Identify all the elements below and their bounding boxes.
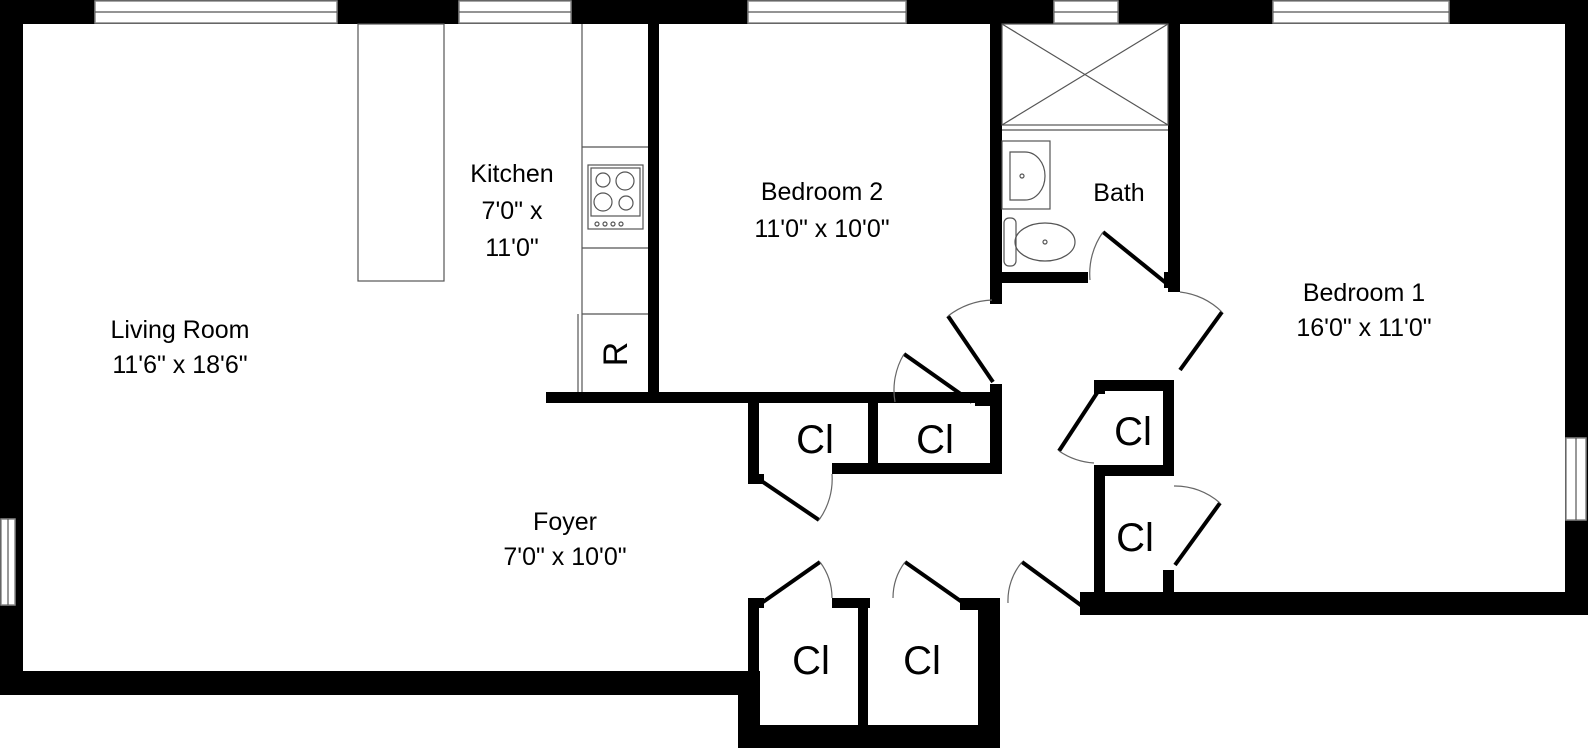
closet-label: Cl: [792, 639, 830, 683]
bedroom1-dims: 16'0" x 11'0": [1296, 314, 1431, 342]
foyer-dims: 7'0" x 10'0": [503, 543, 626, 571]
kitchen-fixtures: [357, 23, 648, 392]
sink-icon: [1001, 140, 1051, 210]
doors: [761, 230, 1224, 608]
closet-label: Cl: [903, 639, 941, 683]
bath-fixtures: [1001, 23, 1169, 267]
bath-name: Bath: [1093, 179, 1144, 207]
closet-label: Cl: [1114, 410, 1152, 454]
foyer-name: Foyer: [533, 508, 597, 536]
bedroom2-dims: 11'0" x 10'0": [754, 215, 889, 243]
closet-label: Cl: [916, 418, 954, 462]
kitchen-dims-2: 11'0": [485, 234, 539, 262]
shower-icon: [1001, 23, 1169, 131]
living-room-name: Living Room: [111, 316, 250, 344]
kitchen-dims-1: 7'0" x: [482, 197, 543, 225]
kitchen-name: Kitchen: [470, 160, 553, 188]
refrigerator-label: R: [597, 342, 635, 367]
stove-icon: [587, 164, 644, 230]
closet-label: Cl: [796, 418, 834, 462]
bedroom1-name: Bedroom 1: [1303, 279, 1425, 307]
bedroom2-name: Bedroom 2: [761, 178, 883, 206]
living-room-dims: 11'6" x 18'6": [112, 351, 247, 379]
toilet-icon: [1003, 217, 1076, 267]
windows: [0, 0, 1587, 606]
closet-label: Cl: [1116, 516, 1154, 560]
interior-walls: [546, 20, 1180, 728]
room-labels: Living Room 11'6" x 18'6" Kitchen 7'0" x…: [111, 160, 1432, 683]
